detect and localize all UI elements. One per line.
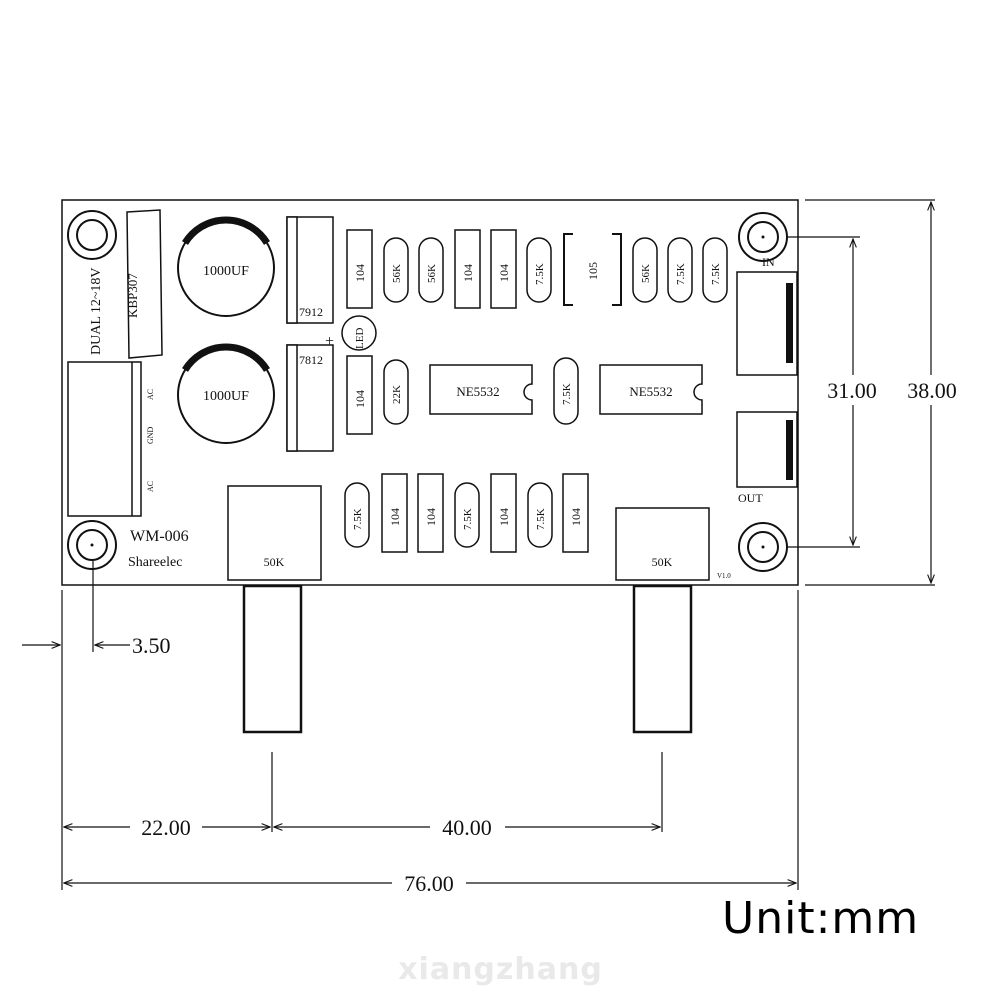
terminal-label-ac-2: AC — [146, 481, 155, 492]
dimension-total-width: 76.00 — [64, 871, 796, 896]
rectifier-label: KBP307 — [125, 273, 140, 318]
part-104-bot-3-label: 104 — [497, 508, 511, 526]
led-label: LED — [354, 328, 366, 349]
part-104-bot-4: 104 — [562, 473, 589, 553]
part-56k-top-3-label: 56K — [640, 264, 652, 283]
led-indicator: LED + — [325, 315, 377, 351]
power-label: DUAL 12~18V — [89, 267, 104, 355]
potentiometer-left-label: 50K — [264, 555, 285, 569]
part-105-top-label: 105 — [586, 262, 600, 280]
part-7-5k-top-2: 7.5K — [667, 237, 693, 303]
power-terminal-block: AC GND AC — [67, 361, 155, 517]
part-104-top-1-label: 104 — [353, 264, 367, 282]
part-104-bot-2: 104 — [417, 473, 444, 553]
potentiometer-left: 50K — [227, 485, 322, 734]
regulator-7812-label: 7812 — [299, 353, 323, 367]
capacitor-1: 1000UF — [177, 216, 275, 317]
part-7-5k-bot-2: 7.5K — [454, 482, 480, 548]
part-7-5k-bot-3: 7.5K — [527, 482, 553, 548]
dimension-total-width-label: 76.00 — [404, 871, 454, 896]
part-7-5k-bot-2-label: 7.5K — [462, 508, 474, 530]
part-22k-mid-label: 22K — [391, 385, 403, 404]
part-7-5k-mid: 7.5K — [553, 357, 579, 425]
part-56k-top-3: 56K — [632, 237, 658, 303]
rectifier-kbp307: KBP307 — [125, 209, 163, 359]
part-56k-top-1: 56K — [383, 237, 409, 303]
board-model-label: WM-006 — [130, 528, 189, 545]
part-7-5k-mid-label: 7.5K — [561, 383, 573, 405]
dimension-total-height: 38.00 — [907, 202, 957, 583]
part-104-bot-3: 104 — [490, 473, 517, 553]
part-104-top-2-label: 104 — [461, 264, 475, 282]
part-105-top: 105 — [563, 233, 622, 306]
part-104-top-1: 104 — [346, 229, 373, 309]
part-104-bot-1: 104 — [381, 473, 408, 553]
dimension-pot-spacing-label: 40.00 — [442, 815, 492, 840]
watermark: xiangzhang — [398, 952, 603, 987]
part-104-bot-1-label: 104 — [388, 508, 402, 526]
part-104-bot-4-label: 104 — [569, 508, 583, 526]
part-7-5k-top-3-label: 7.5K — [710, 263, 722, 285]
part-104-mid: 104 — [346, 355, 373, 435]
mounting-hole-top-right — [738, 212, 788, 262]
board-version-label: V1.0 — [717, 572, 731, 580]
part-7-5k-bot-1-label: 7.5K — [352, 508, 364, 530]
regulator-7812: 7812 — [286, 344, 334, 452]
out-label: OUT — [738, 491, 763, 505]
part-56k-top-2-label: 56K — [426, 264, 438, 283]
mounting-hole-top-left — [67, 210, 117, 260]
ic-ne5532-1: NE5532 — [429, 364, 533, 415]
part-56k-top-2: 56K — [418, 237, 444, 303]
in-connector: IN — [736, 255, 798, 376]
dimension-hole-spacing-label: 31.00 — [827, 378, 877, 403]
potentiometer-right: 50K — [615, 507, 710, 734]
regulator-7912: 7912 — [286, 216, 334, 324]
dimension-hole-spacing: 31.00 — [827, 239, 877, 545]
part-104-top-3: 104 — [490, 229, 517, 309]
part-7-5k-top-1-label: 7.5K — [534, 263, 546, 285]
part-7-5k-top-3: 7.5K — [702, 237, 728, 303]
dimension-left-to-pot: 22.00 — [64, 815, 270, 840]
in-label: IN — [762, 255, 775, 269]
dimension-pot-spacing: 40.00 — [274, 815, 660, 840]
potentiometer-right-label: 50K — [652, 555, 673, 569]
part-104-top-3-label: 104 — [497, 264, 511, 282]
ic-ne5532-2-label: NE5532 — [629, 384, 672, 399]
ic-ne5532-2: NE5532 — [599, 364, 703, 415]
part-22k-mid: 22K — [383, 359, 409, 425]
part-7-5k-top-2-label: 7.5K — [675, 263, 687, 285]
out-connector: OUT — [736, 411, 798, 505]
part-104-bot-2-label: 104 — [424, 508, 438, 526]
part-104-top-2: 104 — [454, 229, 481, 309]
part-104-mid-label: 104 — [353, 390, 367, 408]
capacitor-2: 1000UF — [177, 343, 275, 444]
dimension-total-height-label: 38.00 — [907, 378, 957, 403]
ic-ne5532-1-label: NE5532 — [456, 384, 499, 399]
mounting-hole-bottom-right — [738, 522, 788, 572]
capacitor-2-label: 1000UF — [203, 389, 249, 404]
board-brand-label: Shareelec — [128, 555, 182, 570]
part-56k-top-1-label: 56K — [391, 264, 403, 283]
part-7-5k-bot-3-label: 7.5K — [535, 508, 547, 530]
terminal-label-gnd: GND — [146, 426, 155, 444]
terminal-label-ac-1: AC — [146, 389, 155, 400]
part-7-5k-bot-1: 7.5K — [344, 482, 370, 548]
dimension-hole-offset: 3.50 — [22, 633, 171, 658]
dimension-hole-offset-label: 3.50 — [132, 633, 171, 658]
regulator-7912-label: 7912 — [299, 305, 323, 319]
part-7-5k-top-1: 7.5K — [526, 237, 552, 303]
dimension-left-to-pot-label: 22.00 — [141, 815, 191, 840]
unit-label: Unit:mm — [722, 893, 920, 944]
capacitor-1-label: 1000UF — [203, 264, 249, 279]
mounting-hole-bottom-left — [67, 520, 117, 570]
led-plus-label: + — [325, 333, 334, 350]
